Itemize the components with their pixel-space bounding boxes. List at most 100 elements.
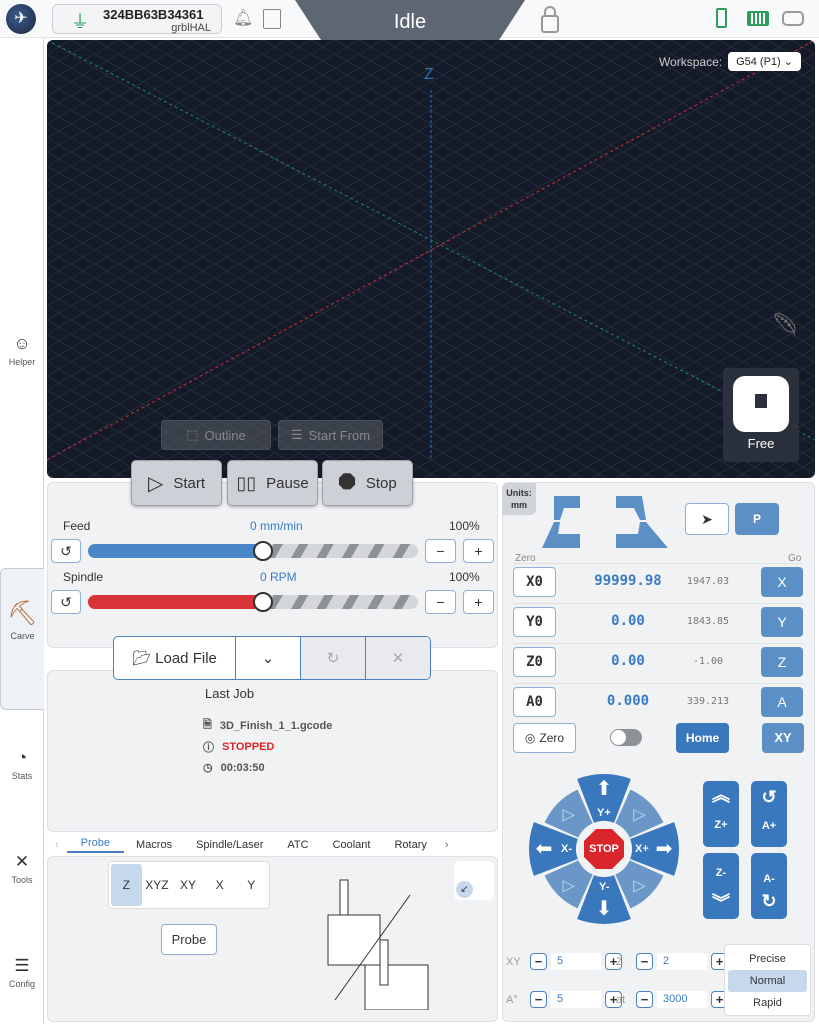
- zero-axis-button[interactable]: A0: [513, 687, 556, 717]
- close-file-button[interactable]: ✕: [366, 637, 430, 679]
- jog-a-minus-button[interactable]: A-↻: [751, 853, 787, 919]
- speed-precise[interactable]: Precise: [749, 953, 786, 965]
- tab-rotary[interactable]: Rotary: [394, 839, 427, 851]
- start-from-button[interactable]: ☰Start From: [278, 420, 383, 450]
- info-icon: ⓘ: [203, 742, 214, 754]
- xy-step-decrease[interactable]: −: [530, 953, 547, 970]
- lock-icon[interactable]: [541, 15, 559, 33]
- keyboard-icon[interactable]: [747, 11, 769, 26]
- jog-y-plus-button[interactable]: [577, 774, 631, 823]
- go-axis-button[interactable]: Z: [761, 647, 803, 677]
- jog-x-minus-button[interactable]: [529, 822, 578, 876]
- zero-axis-button[interactable]: Y0: [513, 607, 556, 637]
- spindle-decrease-button[interactable]: −: [425, 590, 456, 614]
- p-button[interactable]: P: [735, 503, 779, 535]
- probe-button[interactable]: Probe: [161, 924, 217, 955]
- sidebar-item-helper[interactable]: ☺Helper: [0, 334, 44, 367]
- zero-axis-button[interactable]: X0: [513, 567, 556, 597]
- bell-icon[interactable]: 🔔︎: [233, 10, 254, 27]
- spindle-slider[interactable]: [88, 592, 418, 612]
- rotary-axis-icon[interactable]: [540, 494, 670, 552]
- jog-feed-decrease[interactable]: −: [636, 991, 653, 1008]
- start-button[interactable]: ▷Start: [131, 460, 222, 506]
- feed-slider[interactable]: [88, 541, 418, 561]
- jog-x-plus-y-plus-button[interactable]: [615, 789, 664, 838]
- go-axis-button[interactable]: Y: [761, 607, 803, 637]
- feed-reset-button[interactable]: ↺: [51, 539, 81, 563]
- probe-mode-xy[interactable]: XY: [180, 878, 197, 892]
- tab-spindle-laser[interactable]: Spindle/Laser: [196, 839, 264, 851]
- feed-increase-button[interactable]: +: [463, 539, 494, 563]
- sidebar-item-tools[interactable]: ✕Tools: [0, 852, 44, 885]
- stop-button[interactable]: ⯃Stop: [322, 460, 413, 506]
- sidebar-item-label: Stats: [11, 771, 33, 781]
- collapse-arrow-icon[interactable]: ↙: [456, 881, 473, 898]
- probe-mode-z[interactable]: Z: [111, 864, 142, 906]
- jog-x-minus-y-plus-button[interactable]: [544, 789, 593, 838]
- a-step-input[interactable]: 5: [551, 991, 601, 1008]
- machine-position: 1843.85: [686, 616, 730, 627]
- device-connection-button[interactable]: ⏚ 324BB63B34361 grblHAL: [52, 4, 222, 34]
- zero-axis-button[interactable]: Z0: [513, 647, 556, 677]
- send-position-button[interactable]: ➤: [685, 503, 729, 535]
- outline-button[interactable]: ⬚Outline: [161, 420, 271, 450]
- jog-x-plus-button[interactable]: [630, 822, 679, 876]
- circuit-icon[interactable]: [263, 9, 281, 29]
- spindle-reset-button[interactable]: ↺: [51, 590, 81, 614]
- load-file-button[interactable]: 📂︎Load File: [114, 637, 236, 679]
- jog-x-plus-y-minus-button[interactable]: [615, 860, 664, 909]
- work-position: 99999.98: [594, 573, 662, 589]
- double-chevron-up-icon: ︽: [712, 785, 730, 805]
- sidebar-item-carve[interactable]: ⛏Carve: [0, 568, 44, 710]
- speed-normal[interactable]: Normal: [728, 970, 807, 992]
- feed-slider-handle[interactable]: [253, 541, 273, 561]
- camera-view-button[interactable]: Free: [723, 368, 799, 462]
- tabs-scroll-left[interactable]: ‹: [55, 839, 59, 851]
- phone-icon[interactable]: [716, 8, 727, 28]
- xy-step-input[interactable]: 5: [551, 953, 601, 970]
- jog-feed-increase[interactable]: +: [711, 991, 728, 1008]
- spindle-increase-button[interactable]: +: [463, 590, 494, 614]
- a-step-increase[interactable]: +: [605, 991, 622, 1008]
- workspace-select[interactable]: G54 (P1) ⌄: [728, 52, 801, 71]
- gamepad-icon[interactable]: [782, 11, 804, 26]
- go-axis-button[interactable]: A: [761, 687, 803, 717]
- jog-z-minus-button[interactable]: Z-︾: [703, 853, 739, 919]
- divider: [513, 563, 803, 564]
- z-step-decrease[interactable]: −: [636, 953, 653, 970]
- probe-mode-y[interactable]: Y: [247, 878, 256, 892]
- tab-probe[interactable]: Probe: [66, 837, 125, 853]
- jog-feed-input[interactable]: 3000: [657, 991, 707, 1008]
- go-xy-button[interactable]: XY: [762, 723, 804, 753]
- jog-stop-button[interactable]: STOP: [584, 829, 624, 869]
- visualizer-canvas[interactable]: Z Workspace: G54 (P1) ⌄ 🪶︎ Free: [47, 40, 815, 478]
- jog-y-minus-button[interactable]: [577, 875, 631, 924]
- feather-icon[interactable]: 🪶︎: [771, 312, 799, 337]
- go-axis-button[interactable]: X: [761, 567, 803, 597]
- jog-x-minus-y-minus-button[interactable]: [544, 860, 593, 909]
- feed-decrease-button[interactable]: −: [425, 539, 456, 563]
- jog-a-plus-button[interactable]: ↺A+: [751, 781, 787, 847]
- tabs-scroll-right[interactable]: ›: [444, 839, 449, 851]
- pause-button[interactable]: ▯▯Pause: [227, 460, 318, 506]
- recent-files-dropdown[interactable]: ⌄: [236, 637, 301, 679]
- probe-mode-x[interactable]: X: [215, 878, 224, 892]
- xy-step-increase[interactable]: +: [605, 953, 622, 970]
- probe-mode-xyz[interactable]: XYZ: [145, 878, 169, 892]
- home-button[interactable]: Home: [676, 723, 729, 753]
- spindle-label: Spindle: [63, 570, 104, 584]
- tab-coolant[interactable]: Coolant: [332, 839, 371, 851]
- sidebar-item-config[interactable]: ☰Config: [0, 956, 44, 989]
- jog-z-plus-button[interactable]: ︽Z+: [703, 781, 739, 847]
- zero-all-button[interactable]: ◎Zero: [513, 723, 576, 753]
- z-step-input[interactable]: 2: [657, 953, 707, 970]
- logo[interactable]: ✈: [6, 4, 36, 34]
- tab-macros[interactable]: Macros: [136, 839, 173, 851]
- zero-toggle[interactable]: [610, 729, 642, 746]
- tab-atc[interactable]: ATC: [287, 839, 309, 851]
- spindle-slider-handle[interactable]: [253, 592, 273, 612]
- a-step-decrease[interactable]: −: [530, 991, 547, 1008]
- speed-rapid[interactable]: Rapid: [753, 997, 782, 1009]
- reload-file-button[interactable]: ↻: [301, 637, 366, 679]
- sidebar-item-stats[interactable]: ◔Stats: [0, 748, 44, 781]
